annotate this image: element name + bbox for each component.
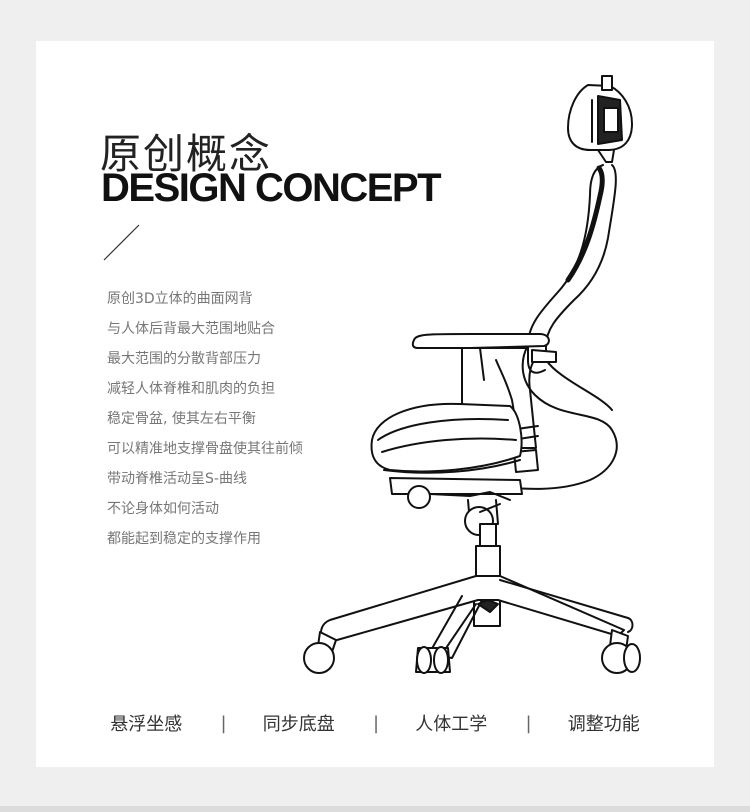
feature-separator: | [373,712,380,734]
casters [303,629,641,674]
backrest-frame [494,164,618,490]
description-line: 减轻人体脊椎和肌肉的负担 [107,381,275,397]
description-list: 原创3D立体的曲面网背 与人体后背最大范围地贴合 最大范围的分散背部压力 减轻人… [107,284,303,554]
seat-cushion [370,402,523,474]
feature-suspension-seat: 悬浮坐感 [110,714,183,735]
description-line: 不论身体如何活动 [107,501,219,517]
description-line: 可以精准地支撑骨盘使其往前倾 [107,441,303,457]
description-line: 最大范围的分散背部压力 [107,351,261,367]
slash-divider [103,224,140,261]
description-line: 都能起到稳定的支撑作用 [107,531,261,547]
feature-synchro-chassis: 同步底盘 [262,714,335,735]
feature-adjustment: 调整功能 [567,714,640,735]
feature-separator: | [525,712,532,734]
description-line: 带动脊椎活动呈S-曲线 [107,471,247,487]
bottom-border [0,806,750,812]
description-line: 原创3D立体的曲面网背 [107,291,253,307]
feature-bar: 悬浮坐感 | 同步底盘 | 人体工学 | 调整功能 [72,708,678,738]
feature-ergonomics: 人体工学 [415,714,488,735]
headrest [567,75,633,163]
page-title-chinese: 原创概念 [100,130,272,178]
description-line: 稳定骨盆, 使其左右平衡 [107,411,256,427]
page-title-english: DESIGN CONCEPT [101,166,442,210]
feature-separator: | [220,712,227,734]
description-line: 与人体后背最大范围地贴合 [107,321,275,337]
content-card [36,41,714,767]
seat-mechanism [389,477,523,536]
